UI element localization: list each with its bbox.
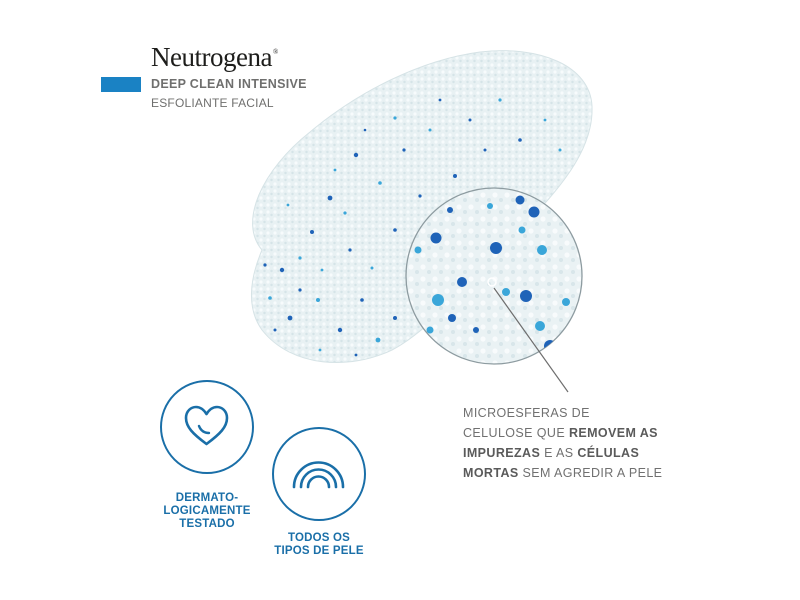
caption-bold-2: CÉLULAS MORTAS xyxy=(463,446,640,480)
zoomed-microbead xyxy=(448,314,456,322)
badge-1-line-3: TESTADO xyxy=(179,518,235,530)
caption-text-3: SEM AGREDIR A PELE xyxy=(518,466,663,480)
blob-beads xyxy=(263,98,562,357)
microbead xyxy=(363,128,367,132)
badge-1-line-2: LOGICAMENTE xyxy=(163,505,251,517)
all-skin-types-label: TODOS OS TIPOS DE PELE xyxy=(266,532,372,558)
zoomed-microbead xyxy=(535,321,545,331)
microbead xyxy=(320,268,324,272)
microbead xyxy=(286,203,290,207)
microbead xyxy=(558,148,562,152)
all-skin-types-badge xyxy=(272,427,366,521)
product-line: DEEP CLEAN INTENSIVE xyxy=(151,77,307,91)
caption-text-2: E AS xyxy=(540,446,578,460)
microbead xyxy=(348,248,352,252)
microbead xyxy=(327,195,333,201)
microbead xyxy=(393,228,397,232)
dermatologically-tested-label: DERMATO- LOGICAMENTE TESTADO xyxy=(157,492,257,531)
microbead xyxy=(378,181,382,185)
brand-name: Neutrogena xyxy=(151,42,272,72)
microbead xyxy=(402,148,406,152)
microbead xyxy=(393,316,397,320)
microbead xyxy=(268,296,272,300)
microbead xyxy=(310,230,314,234)
microbead xyxy=(483,148,487,152)
zoomed-microbead xyxy=(528,206,540,218)
zoomed-microbead xyxy=(432,294,444,306)
zoom-beads xyxy=(414,195,570,352)
microbead xyxy=(354,353,358,357)
microbead xyxy=(263,263,267,267)
caption-bold-1: REMOVEM AS IMPUREZAS xyxy=(463,426,658,460)
zoomed-microbead xyxy=(430,232,442,244)
product-type: ESFOLIANTE FACIAL xyxy=(151,96,274,110)
zoomed-microbead xyxy=(520,290,532,302)
microbead xyxy=(279,267,285,273)
callout-line xyxy=(493,287,569,393)
caption-text-1: MICROESFERAS DE CELULOSE QUE xyxy=(463,406,590,440)
zoomed-microbead xyxy=(426,326,434,334)
microbead xyxy=(453,174,457,178)
gel-blob xyxy=(251,50,593,364)
zoomed-microbead xyxy=(518,226,526,234)
zoomed-microbead xyxy=(414,246,422,254)
zoomed-microbead xyxy=(487,203,493,209)
rainbow-icon xyxy=(292,461,345,489)
accent-bar xyxy=(101,77,141,92)
callout-origin xyxy=(487,277,497,287)
microbead xyxy=(518,138,522,142)
badge-2-line-2: TIPOS DE PELE xyxy=(274,545,364,557)
registered-mark: ® xyxy=(272,48,278,56)
microbead xyxy=(438,98,442,102)
microsphere-caption: MICROESFERAS DE CELULOSE QUE REMOVEM AS … xyxy=(463,403,663,483)
microbead xyxy=(393,116,397,120)
microbead xyxy=(353,152,359,158)
heart-icon xyxy=(184,405,229,446)
zoomed-microbead xyxy=(457,277,467,287)
zoomed-microbead xyxy=(447,207,453,213)
microbead xyxy=(298,288,302,292)
zoomed-microbead xyxy=(544,340,556,352)
brand-logo: Neutrogena® xyxy=(151,42,278,73)
zoom-lens xyxy=(405,187,583,365)
zoomed-microbead xyxy=(515,195,525,205)
zoomed-microbead xyxy=(562,298,570,306)
microbead xyxy=(343,211,347,215)
microbead xyxy=(428,128,432,132)
zoomed-microbead xyxy=(502,288,510,296)
zoomed-microbead xyxy=(537,245,547,255)
zoomed-microbead xyxy=(490,242,502,254)
badge-2-line-1: TODOS OS xyxy=(287,532,351,544)
zoomed-microbead xyxy=(560,334,568,342)
microbead xyxy=(360,298,364,302)
microbead xyxy=(318,348,322,352)
microbead xyxy=(418,194,422,198)
microbead xyxy=(298,256,302,260)
microbead xyxy=(543,118,547,122)
microbead xyxy=(375,337,381,343)
microbead xyxy=(370,266,374,270)
microbead xyxy=(287,315,293,321)
microbead xyxy=(498,98,502,102)
dermatologically-tested-badge xyxy=(160,380,254,474)
microbead xyxy=(316,298,320,302)
zoomed-microbead xyxy=(473,327,479,333)
microbead xyxy=(333,168,337,172)
microbead xyxy=(273,328,277,332)
microbead xyxy=(337,327,343,333)
badge-1-line-1: DERMATO- xyxy=(175,492,239,504)
microbead xyxy=(468,118,472,122)
